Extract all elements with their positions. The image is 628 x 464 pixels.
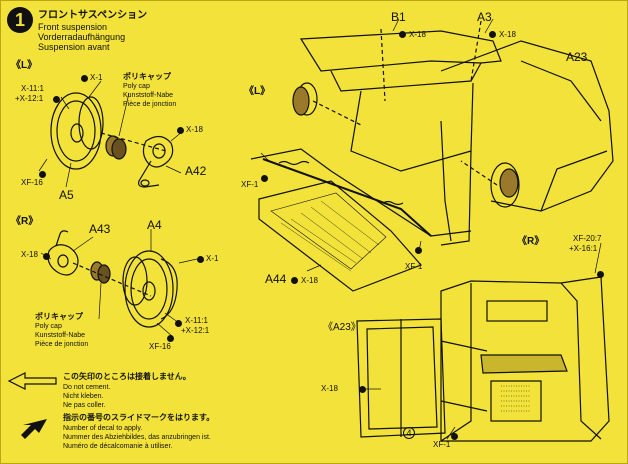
left-a5-label: A5 (59, 188, 74, 202)
left-polycap-fr: Pièce de jonction (123, 101, 177, 108)
main-b1-label: B1 (391, 10, 406, 24)
right-polycap-fr: Pièce de jonction (35, 341, 89, 348)
step-title-jp: フロントサスペンション (38, 10, 148, 21)
main-xf1-left-label: XF-1 (241, 180, 259, 189)
left-x11-label: X-11:1 (21, 84, 44, 93)
right-x12-label: +X-12:1 (181, 326, 210, 335)
detail-xf1-label: XF-1 (433, 440, 451, 449)
main-r-label: 《R》 (517, 236, 545, 247)
main-a3-label: A3 (477, 10, 492, 24)
right-x1-label: X-1 (206, 254, 219, 263)
right-x11-label: X-11:1 (185, 316, 208, 325)
legend-decal-jp: 指示の番号のスライドマークをはります。 (63, 413, 215, 422)
right-x18-label: X-18 (21, 250, 38, 259)
left-polycap-de: Kunststoff-Nabe (123, 92, 174, 99)
main-xf1-bottom-label: XF-1 (405, 262, 423, 271)
main-a44-label: A44 (265, 272, 287, 286)
left-a42-knuckle (138, 135, 174, 188)
right-xf16-label: XF-16 (149, 342, 171, 351)
right-polycap-en: Poly cap (35, 323, 62, 330)
detail-xf20-label: XF-20:7 (573, 234, 602, 243)
left-x18-label: X-18 (186, 125, 203, 134)
no-cement-arrow-icon (7, 372, 57, 390)
main-frame (250, 20, 614, 292)
left-polycap-jp: ポリキャップ (123, 72, 171, 81)
left-brake-disc (50, 92, 104, 170)
left-x12-label: +X-12:1 (15, 94, 44, 103)
main-b1-x18-label: X-18 (409, 30, 426, 39)
left-polycap-en: Poly cap (123, 83, 150, 90)
main-l-label: 《L》 (244, 86, 271, 97)
step-title-de: Vorderradaufhängung (38, 32, 126, 42)
step-title-en: Front suspension (38, 22, 108, 32)
right-poly-cap (90, 261, 111, 284)
left-a42-label: A42 (185, 164, 207, 178)
main-a3-x18-label: X-18 (499, 30, 516, 39)
detail-a23-label: 《A23》 (323, 322, 361, 333)
step-title-fr: Suspension avant (38, 42, 110, 52)
right-a4-label: A4 (147, 218, 162, 232)
right-side-label: 《R》 (11, 216, 39, 227)
detail-x16-label: +X-16:1 (569, 244, 598, 253)
detail-x18-label: X-18 (321, 384, 338, 393)
left-side-label: 《L》 (11, 60, 38, 71)
legend-decal-de: Nummer des Abziehbildes, das anzubringen… (63, 434, 211, 441)
legend-decal-fr: Numéro de décalcomanie à utiliser. (63, 443, 173, 450)
right-polycap-de: Kunststoff-Nabe (35, 332, 86, 339)
detail-decal-callout: 4 (403, 427, 415, 439)
left-xf16-label: XF-16 (21, 178, 43, 187)
legend-no-cement-en: Do not cement. (63, 384, 111, 391)
legend-no-cement-de: Nicht kleben. (63, 393, 104, 400)
left-poly-cap (105, 135, 127, 160)
legend-no-cement-jp: この矢印のところは接着しません。 (63, 372, 191, 381)
legend-no-cement-fr: Ne pas coller. (63, 402, 106, 409)
legend-decal-en: Number of decal to apply. (63, 425, 143, 432)
decal-arrow-icon (21, 419, 47, 439)
main-a44-x18-label: X-18 (301, 276, 318, 285)
right-a43-label: A43 (89, 222, 111, 236)
left-x1-label: X-1 (90, 73, 103, 82)
step-number-badge: 1 (7, 7, 33, 33)
right-a43-knuckle (47, 230, 79, 276)
main-a23-label: A23 (566, 50, 588, 64)
right-brake-disc (122, 250, 174, 328)
a23-detail (356, 276, 610, 442)
right-polycap-jp: ポリキャップ (35, 312, 83, 321)
